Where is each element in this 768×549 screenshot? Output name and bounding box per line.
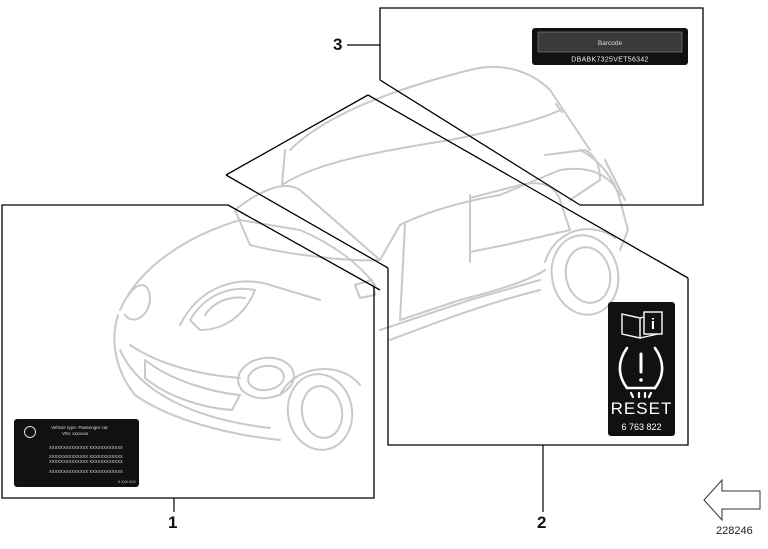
svg-text:i: i: [651, 316, 655, 333]
car-outline: [113, 66, 629, 451]
label-1-row1: XXXXXXXXXXXXXX XXXXXXXXXXXX: [49, 445, 123, 450]
label-1-row4: XXXXXXXXXXXXXX XXXXXXXXXXXX: [49, 469, 123, 474]
callout-3: 3: [333, 35, 343, 54]
frame-1: [1, 204, 381, 499]
barcode-text: Barcode: [598, 40, 623, 47]
tyre-pressure-warning-icon: [618, 346, 664, 399]
label-3-vin-barcode: Barcode DBABK7325VET56342: [532, 28, 688, 65]
reset-text: RESET: [611, 399, 673, 418]
label-1-line2: VIN: xxxxxxx: [62, 431, 89, 436]
vin-text: DBABK7325VET56342: [571, 57, 648, 64]
label-1-row3: XXXXXXXXXXXXXX XXXXXXXXXXXX: [49, 459, 123, 464]
label-1-footer: X XXX XXX: [118, 480, 136, 484]
leader-lines: [173, 44, 544, 512]
label-1-type-plate: Vehicle type: Passenger car VIN: xxxxxxx…: [14, 419, 139, 487]
callout-2: 2: [537, 513, 547, 532]
frame-2: [225, 94, 689, 446]
frame-3: [379, 7, 704, 206]
label-1-row2: XXXXXXXXXXXXXX XXXXXXXXXXXX: [49, 454, 123, 459]
label-2-tpms-reset: i RESET 6 763 822: [608, 302, 675, 436]
manual-info-icon: i: [621, 311, 663, 339]
arrow-left-icon[interactable]: [703, 478, 761, 522]
part-number-text: 6 763 822: [621, 422, 661, 432]
figure-number: 228246: [716, 525, 753, 537]
label-1-line1: Vehicle type: Passenger car: [51, 425, 108, 430]
callout-1: 1: [168, 513, 178, 532]
